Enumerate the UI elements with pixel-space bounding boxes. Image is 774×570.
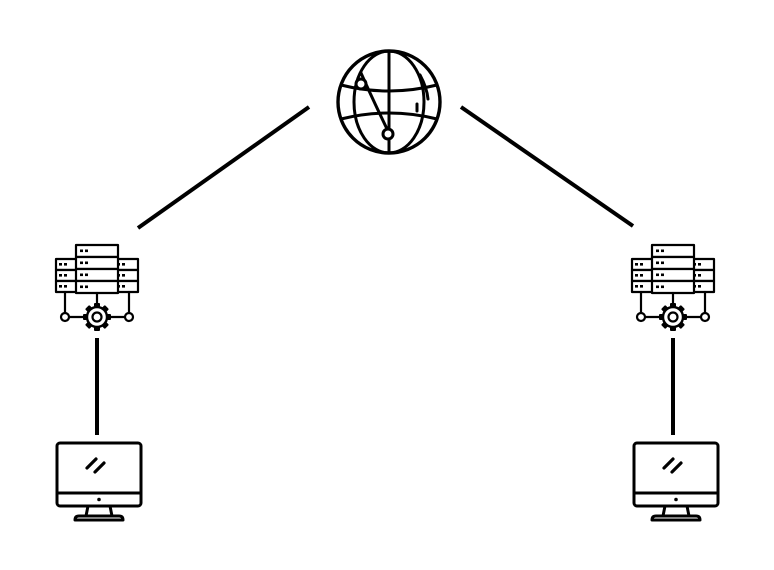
desktop-monitor-left-icon	[55, 441, 143, 522]
server-rack-right-icon	[630, 243, 716, 333]
connection-lines	[95, 105, 675, 435]
globe-icon	[336, 49, 442, 155]
link-internet-server-right	[459, 105, 635, 228]
desktop-monitor-right-icon	[632, 441, 720, 522]
link-internet-server-left	[136, 105, 311, 230]
server-rack-left-icon	[54, 243, 140, 333]
